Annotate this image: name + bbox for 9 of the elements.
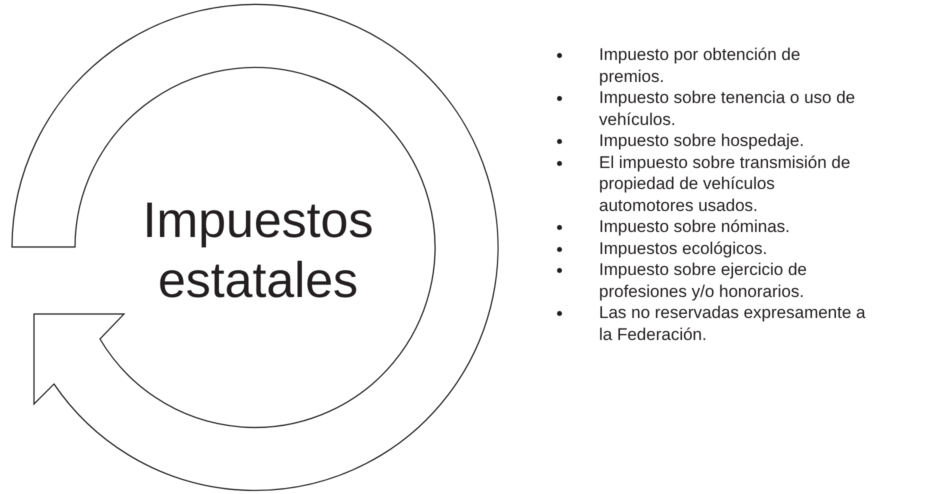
bullet-text: Impuesto sobre hospedaje. bbox=[599, 130, 806, 152]
bullet-text: Impuesto sobre ejercicio de profesiones y/o honorarios. bbox=[599, 259, 808, 302]
bullet-text: Impuesto por obtención de premios. bbox=[599, 44, 802, 87]
center-title: Impuestos estatales bbox=[142, 191, 374, 310]
bullet-text: El impuesto sobre transmisión de propiedad de vehículos automotores usados. bbox=[599, 152, 852, 216]
bullet-text: Impuestos ecológicos. bbox=[599, 238, 768, 259]
bullet-text: Impuesto sobre tenencia o uso de vehículos. bbox=[599, 87, 856, 130]
bullet-text: Impuesto sobre nóminas. bbox=[599, 216, 791, 238]
bullet-text: Las no reservadas expresamente a la Federación. bbox=[599, 302, 866, 345]
